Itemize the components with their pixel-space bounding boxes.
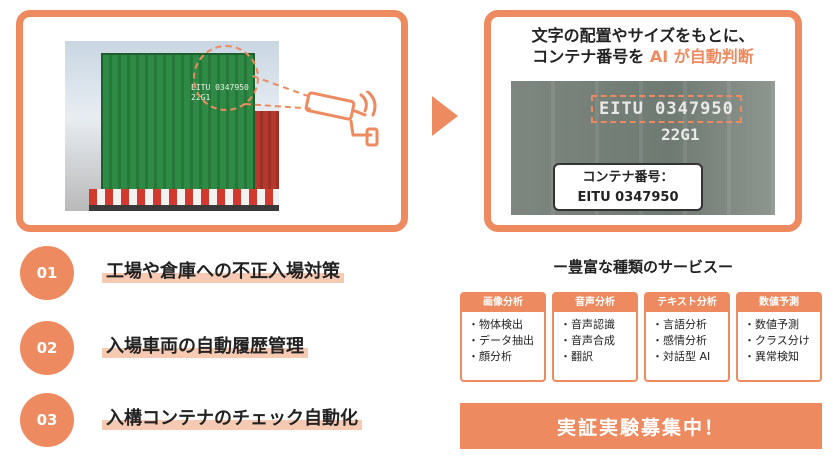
service-item: 音声認識 xyxy=(560,317,636,333)
service-card-text-analysis: テキスト分析 言語分析 感情分析 対話型 AI xyxy=(644,292,730,382)
service-card-list: 物体検出 データ抽出 顔分析 xyxy=(462,317,544,365)
detection-title-prefix: コンテナ番号を xyxy=(532,47,650,66)
service-card-head: テキスト分析 xyxy=(646,294,728,312)
result-label: コンテナ番号： xyxy=(582,170,674,185)
service-item: クラス分け xyxy=(744,333,820,349)
truck-bumper xyxy=(89,189,279,205)
feature-number-badge: 01 xyxy=(20,246,74,300)
service-item: 翻訳 xyxy=(560,349,636,365)
detection-title-line-2: コンテナ番号を AI が自動判断 xyxy=(491,46,795,67)
feature-label: 入場車両の自動履歴管理 xyxy=(102,332,308,358)
arrow-right-icon xyxy=(432,96,458,136)
service-card-list: 音声認識 音声合成 翻訳 xyxy=(554,317,636,365)
service-card-image-analysis: 画像分析 物体検出 データ抽出 顔分析 xyxy=(460,292,546,382)
feature-label: 入構コンテナのチェック自動化 xyxy=(102,404,362,430)
service-item: 音声合成 xyxy=(560,333,636,349)
service-card-head: 数値予測 xyxy=(738,294,820,312)
service-item: 対話型 AI xyxy=(652,349,728,365)
service-card-list: 数値予測 クラス分け 異常検知 xyxy=(738,317,820,365)
service-card-head: 画像分析 xyxy=(462,294,544,312)
service-item: 顔分析 xyxy=(468,349,544,365)
focus-circle xyxy=(193,45,259,111)
feature-label: 工場や倉庫への不正入場対策 xyxy=(102,257,344,283)
service-item: 感情分析 xyxy=(652,333,728,349)
service-card-numeric-prediction: 数値予測 数値予測 クラス分け 異常検知 xyxy=(736,292,822,382)
feature-number-badge: 03 xyxy=(20,393,74,447)
service-card-list: 言語分析 感情分析 対話型 AI xyxy=(646,317,728,365)
service-card-head: 音声分析 xyxy=(554,294,636,312)
feature-number-badge: 02 xyxy=(20,321,74,375)
detection-title: 文字の配置やサイズをもとに、 コンテナ番号を AI が自動判断 xyxy=(491,25,795,67)
service-item: 異常検知 xyxy=(744,349,820,365)
security-camera-icon xyxy=(304,91,379,147)
ai-detection-panel: 文字の配置やサイズをもとに、 コンテナ番号を AI が自動判断 EITU 034… xyxy=(484,10,802,232)
truck-chassis xyxy=(89,205,279,211)
detection-title-line-1: 文字の配置やサイズをもとに、 xyxy=(531,26,755,45)
service-item: 物体検出 xyxy=(468,317,544,333)
service-item: データ抽出 xyxy=(468,333,544,349)
service-item: 数値予測 xyxy=(744,317,820,333)
detected-type-code: 22G1 xyxy=(661,125,700,144)
detected-code-box: EITU 0347950 xyxy=(591,95,742,123)
services-title: ー豊富な種類のサービスー xyxy=(552,258,733,276)
recognition-result-box: コンテナ番号： EITU 0347950 xyxy=(553,163,703,211)
result-value: EITU 0347950 xyxy=(577,190,679,205)
service-item: 言語分析 xyxy=(652,317,728,333)
service-card-audio-analysis: 音声分析 音声認識 音声合成 翻訳 xyxy=(552,292,638,382)
cta-banner[interactable]: 実証実験募集中！ xyxy=(460,403,822,449)
camera-scene-panel: EITU 0347950 22G1 xyxy=(16,10,408,232)
detection-title-accent: AI が自動判断 xyxy=(649,47,754,66)
